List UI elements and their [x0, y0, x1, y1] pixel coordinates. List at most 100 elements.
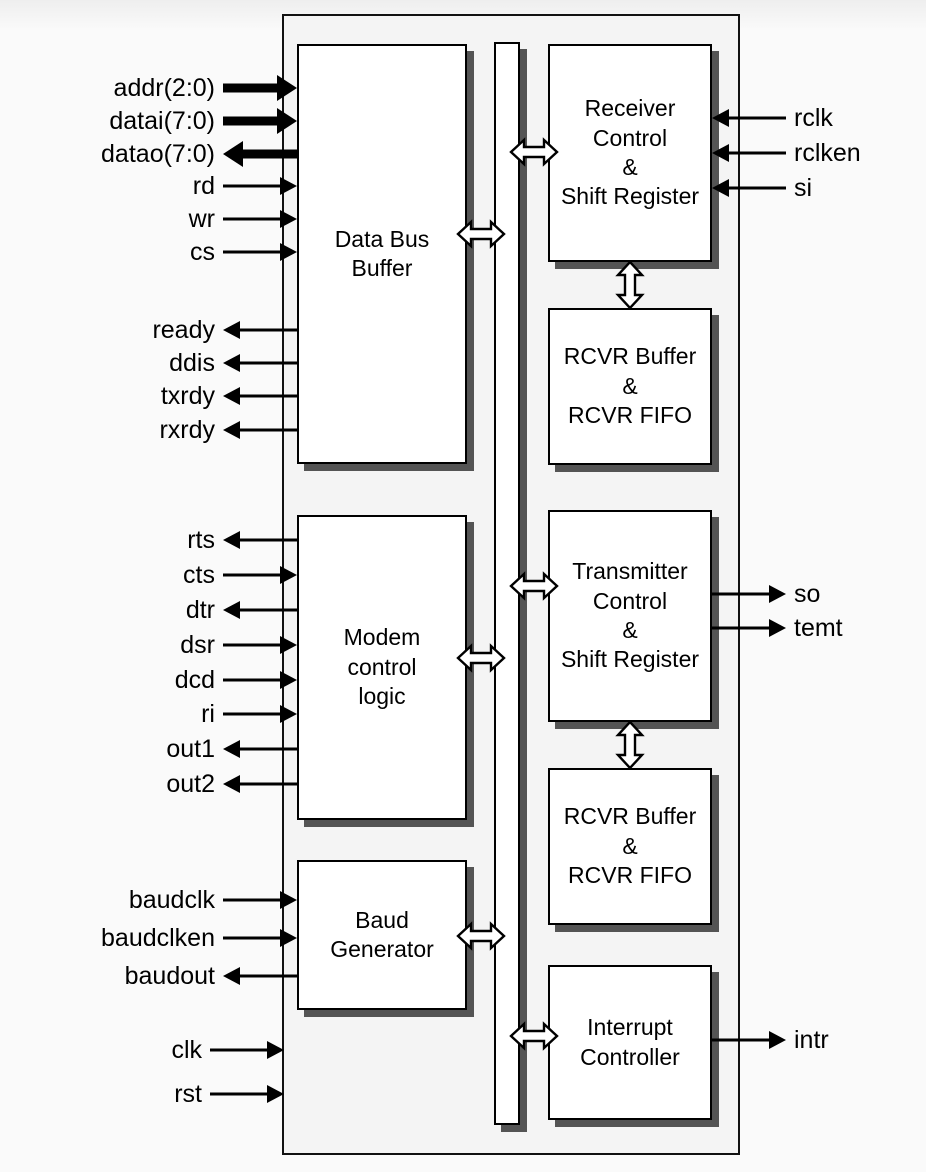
bidirectional-arrow-icon	[456, 218, 506, 250]
input-bus-arrow-icon	[223, 106, 297, 136]
signal-baudout: baudout	[40, 961, 297, 991]
signal-label: rst	[174, 1079, 202, 1108]
signal-label: baudout	[124, 961, 215, 990]
bidirectional-arrow-icon	[509, 136, 559, 168]
signal-label: dsr	[180, 630, 215, 659]
input-arrow-icon	[210, 1079, 284, 1109]
signal-out1: out1	[40, 734, 297, 764]
input-arrow-icon	[712, 173, 786, 203]
signal-dtr: dtr	[40, 595, 297, 625]
output-arrow-icon	[712, 579, 786, 609]
signal-label: rclken	[794, 138, 861, 167]
signal-baudclk: baudclk	[40, 885, 297, 915]
signal-cts: cts	[40, 560, 297, 590]
input-arrow-icon	[223, 885, 297, 915]
input-arrow-icon	[223, 204, 297, 234]
signal-label: rd	[192, 171, 215, 200]
signal-label: rclk	[794, 103, 833, 132]
bidirectional-arrow-vertical-icon	[614, 720, 646, 770]
input-arrow-icon	[223, 630, 297, 660]
signal-label: baudclken	[101, 923, 215, 952]
signal-label: dtr	[185, 595, 215, 624]
signal-label: cts	[183, 560, 215, 589]
block-label: Data Bus Buffer	[334, 225, 430, 281]
output-arrow-icon	[223, 381, 297, 411]
signal-baudclken: baudclken	[40, 923, 297, 953]
signal-label: temt	[794, 613, 843, 642]
signal-label: so	[794, 579, 821, 608]
signal-label: ri	[201, 699, 215, 728]
signal-label: rxrdy	[159, 415, 215, 444]
output-arrow-icon	[712, 1025, 786, 1055]
signal-label: si	[794, 173, 813, 202]
signal-label: rts	[187, 525, 215, 554]
signal-label: out2	[166, 769, 215, 798]
output-arrow-icon	[712, 613, 786, 643]
output-arrow-icon	[223, 315, 297, 345]
bidirectional-arrow-icon	[509, 570, 559, 602]
signal-out2: out2	[40, 769, 297, 799]
bidirectional-arrow-icon	[509, 1020, 559, 1052]
block-baud-generator: Baud Generator	[297, 860, 467, 1010]
signal-label: intr	[794, 1025, 829, 1054]
signal-label: datao(7:0)	[101, 139, 215, 168]
block-label: RCVR Buffer & RCVR FIFO	[563, 803, 697, 889]
input-arrow-icon	[223, 923, 297, 953]
signal-datai: datai(7:0)	[40, 106, 297, 136]
signal-dsr: dsr	[40, 630, 297, 660]
signal-rst: rst	[40, 1079, 284, 1109]
bidirectional-arrow-icon	[456, 920, 506, 952]
output-arrow-icon	[223, 595, 297, 625]
output-bus-arrow-icon	[223, 139, 297, 169]
output-arrow-icon	[223, 415, 297, 445]
signal-label: addr(2:0)	[113, 73, 215, 102]
input-arrow-icon	[223, 560, 297, 590]
input-arrow-icon	[223, 665, 297, 695]
signal-so: so	[712, 579, 912, 609]
signal-label: out1	[166, 734, 215, 763]
signal-wr: wr	[40, 204, 297, 234]
signal-label: cs	[190, 237, 215, 266]
output-arrow-icon	[223, 734, 297, 764]
input-bus-arrow-icon	[223, 73, 297, 103]
signal-addr: addr(2:0)	[40, 73, 297, 103]
signal-label: wr	[188, 204, 215, 233]
block-rcvr-buffer-top: RCVR Buffer & RCVR FIFO	[548, 308, 712, 465]
signal-label: datai(7:0)	[109, 106, 215, 135]
block-label: RCVR Buffer & RCVR FIFO	[563, 343, 697, 429]
output-arrow-icon	[223, 961, 297, 991]
block-label: Transmitter Control & Shift Register	[560, 558, 700, 673]
signal-cs: cs	[40, 237, 297, 267]
signal-label: dcd	[174, 665, 215, 694]
bidirectional-arrow-vertical-icon	[614, 260, 646, 310]
signal-dcd: dcd	[40, 665, 297, 695]
signal-label: txrdy	[160, 381, 215, 410]
signal-intr: intr	[712, 1025, 912, 1055]
block-label: Receiver Control & Shift Register	[560, 95, 700, 210]
signal-label: baudclk	[128, 885, 215, 914]
signal-label: ready	[152, 315, 215, 344]
signal-clk: clk	[40, 1035, 284, 1065]
input-arrow-icon	[210, 1035, 284, 1065]
block-interrupt-controller: Interrupt Controller	[548, 965, 712, 1120]
block-rcvr-buffer-bottom: RCVR Buffer & RCVR FIFO	[548, 768, 712, 925]
signal-label: clk	[171, 1035, 202, 1064]
block-label: Baud Generator	[330, 906, 434, 962]
block-receiver-control: Receiver Control & Shift Register	[548, 44, 712, 262]
signal-txrdy: txrdy	[40, 381, 297, 411]
signal-ddis: ddis	[40, 348, 297, 378]
signal-rclken: rclken	[712, 138, 912, 168]
output-arrow-icon	[223, 348, 297, 378]
signal-temt: temt	[712, 613, 912, 643]
input-arrow-icon	[712, 103, 786, 133]
block-label: Interrupt Controller	[580, 1014, 680, 1070]
input-arrow-icon	[223, 237, 297, 267]
output-arrow-icon	[223, 769, 297, 799]
signal-label: ddis	[169, 348, 215, 377]
signal-rd: rd	[40, 171, 297, 201]
block-data-bus-buffer: Data Bus Buffer	[297, 44, 467, 464]
output-arrow-icon	[223, 525, 297, 555]
signal-si: si	[712, 173, 912, 203]
input-arrow-icon	[712, 138, 786, 168]
